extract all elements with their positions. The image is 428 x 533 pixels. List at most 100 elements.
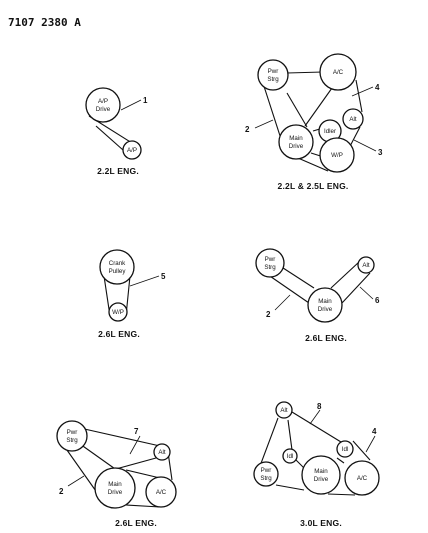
alternator-pulley xyxy=(342,108,364,130)
pulley-label: Crank xyxy=(109,260,126,267)
pulley-label: Pwr xyxy=(67,429,78,436)
main-drive-pulley xyxy=(301,455,341,495)
pulley-label: Pwr xyxy=(265,256,276,263)
pulley-label: Main xyxy=(318,298,332,305)
callout-number: 1 xyxy=(143,96,148,105)
belt-segment xyxy=(275,484,305,491)
pulley-label: Pulley xyxy=(109,268,127,275)
diagram-2-2l-2-5l: Pwr Strg A/C Alt Idler Main Drive W/P 4 … xyxy=(245,53,383,191)
pulley-label: Pwr xyxy=(261,467,272,474)
engine-caption: 2.2L ENG. xyxy=(97,166,139,176)
pulley-label: Main xyxy=(108,481,122,488)
power-steering-pulley xyxy=(257,59,289,91)
pulley-label: W/P xyxy=(331,152,343,159)
belt-segment xyxy=(125,504,161,508)
main-drive-pulley xyxy=(307,287,343,323)
pulley-label: Idler xyxy=(324,128,336,135)
pulley-label: Main xyxy=(289,135,303,142)
ac-compressor-pulley xyxy=(344,460,380,496)
ap-pulley xyxy=(122,140,142,160)
callout-number: 2 xyxy=(266,310,271,319)
callout-number: 4 xyxy=(375,83,380,92)
belt-segment xyxy=(291,411,342,443)
belt-segment xyxy=(259,417,279,467)
pulley-label: Drive xyxy=(108,489,123,496)
water-pump-pulley xyxy=(108,302,128,322)
pulley-label: Strg xyxy=(267,76,279,83)
engine-caption: 2.2L & 2.5L ENG. xyxy=(278,181,349,191)
callout-number: 7 xyxy=(134,427,139,436)
callout-leader xyxy=(353,139,377,152)
callout-number: 5 xyxy=(161,272,166,281)
pulley-label: A/C xyxy=(357,475,368,482)
belt-segment xyxy=(355,79,363,113)
pulley-label: A/P xyxy=(98,98,108,105)
ac-compressor-pulley xyxy=(319,53,357,91)
callout-leader xyxy=(129,275,160,287)
ac-compressor-pulley xyxy=(145,476,177,508)
alternator-pulley xyxy=(275,401,293,419)
pulley-label: A/C xyxy=(156,489,167,496)
callout-number: 3 xyxy=(378,148,383,157)
pulley-label: Idl xyxy=(342,446,349,453)
callout-number: 2 xyxy=(245,125,250,134)
crank-pulley xyxy=(99,249,135,285)
engine-caption: 2.6L ENG. xyxy=(115,518,157,528)
main-drive-pulley xyxy=(94,467,136,509)
diagram-2-6l-crank-wp: Crank Pulley W/P 5 2.6L ENG. xyxy=(98,249,166,339)
water-pump-pulley xyxy=(319,137,355,173)
engine-caption: 2.6L ENG. xyxy=(98,329,140,339)
belt-segment xyxy=(287,419,293,451)
pulley-label: A/C xyxy=(333,69,344,76)
pulley-label: Drive xyxy=(318,306,333,313)
pulley-label: W/P xyxy=(112,309,124,316)
belt-segment xyxy=(279,265,315,289)
belt-segment xyxy=(286,71,324,74)
power-steering-pulley xyxy=(253,461,279,487)
document-number: 7107 2380 A xyxy=(8,16,81,29)
power-steering-pulley xyxy=(56,420,88,452)
ap-drive-pulley xyxy=(85,87,121,123)
belt-segment xyxy=(327,493,356,496)
belt-segment xyxy=(341,272,371,304)
pulley-label: Strg xyxy=(66,437,78,444)
pulley-label: Alt xyxy=(362,262,370,269)
belt-segment xyxy=(352,440,371,461)
engine-caption: 3.0L ENG. xyxy=(300,518,342,528)
pulley-label: Drive xyxy=(314,476,329,483)
pulley-label: Strg xyxy=(260,475,272,482)
belt-segment xyxy=(336,457,345,464)
callout-leader xyxy=(67,475,85,487)
callout-number: 2 xyxy=(59,487,64,496)
belt-segment xyxy=(125,469,161,479)
diagram-2-6l-pwr-alt: Pwr Strg Alt Main Drive 2 6 2.6L ENG. xyxy=(255,248,380,343)
callout-leader xyxy=(351,86,374,97)
alternator-pulley xyxy=(153,443,171,461)
pulley-label: Idl xyxy=(287,453,294,460)
alternator-pulley xyxy=(357,256,375,274)
idler-pulley-right xyxy=(336,440,354,458)
callout-number: 6 xyxy=(375,296,380,305)
diagram-2-6l-ac: Pwr Strg Alt Main Drive A/C 7 2 2.6L ENG… xyxy=(56,420,177,528)
pulley-label: Alt xyxy=(280,407,288,414)
belt-segment xyxy=(286,92,308,128)
diagram-3-0l: Alt Idl Idl Pwr Strg Main Drive A/C 8 4 … xyxy=(253,401,380,528)
callout-leader xyxy=(129,435,141,455)
callout-leader xyxy=(359,286,374,300)
callout-number: 4 xyxy=(372,427,377,436)
diagram-2-2l-ap: A/P Drive A/P 1 2.2L ENG. xyxy=(85,87,148,176)
engine-caption: 2.6L ENG. xyxy=(305,333,347,343)
callout-number: 8 xyxy=(317,402,322,411)
pulley-label: Main xyxy=(314,468,328,475)
callout-leader xyxy=(365,435,376,453)
pulley-label: Alt xyxy=(158,449,166,456)
pulley-label: Pwr xyxy=(268,68,279,75)
belt-segment xyxy=(61,442,99,495)
pulley-label: Strg xyxy=(264,264,276,271)
pulley-label: A/P xyxy=(127,147,137,154)
callout-leader xyxy=(120,99,142,111)
pulley-label: Drive xyxy=(289,143,304,150)
callout-leader xyxy=(309,409,321,425)
belt-segment xyxy=(79,427,161,447)
